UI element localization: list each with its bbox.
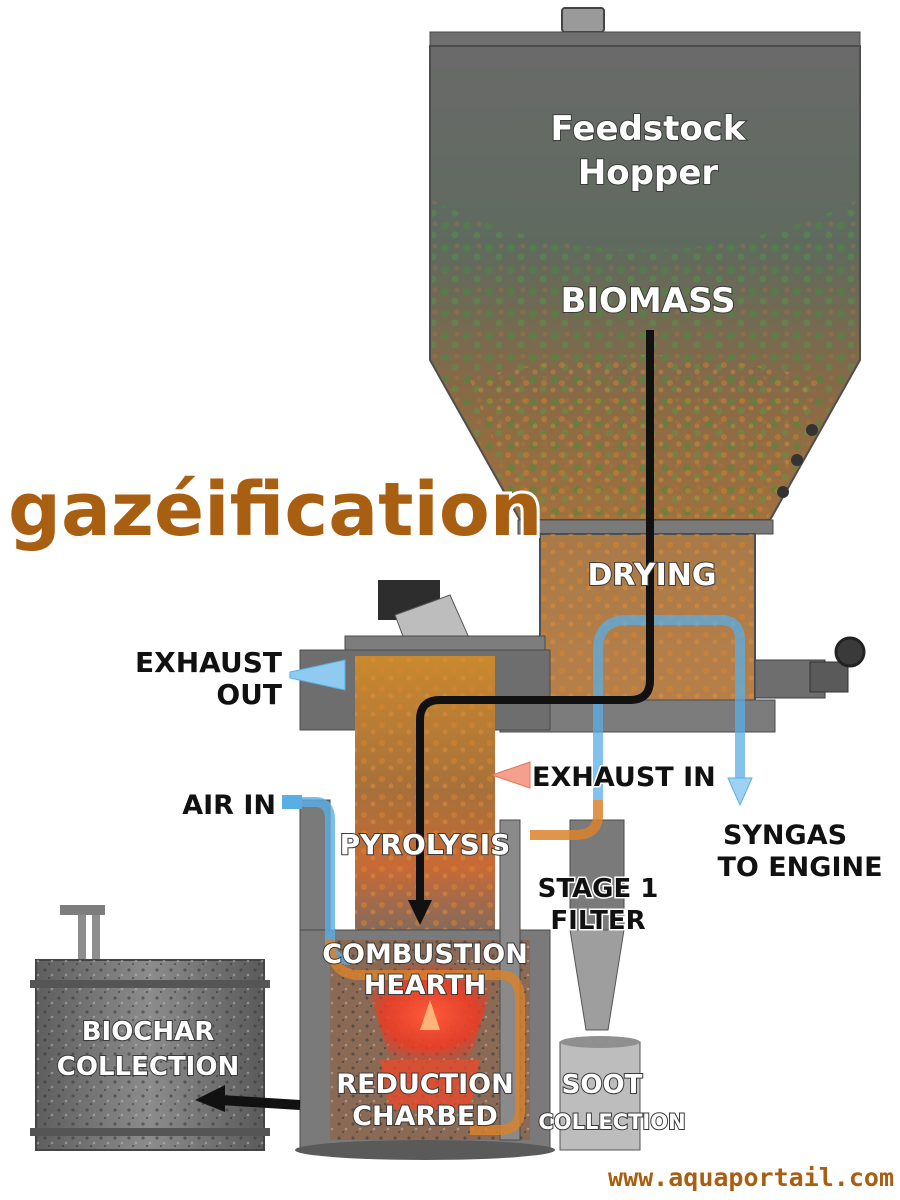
page-title: gazéification — [8, 467, 542, 553]
combustion-label-line1: COMBUSTION — [322, 939, 528, 970]
combustion-label-line2: HEARTH — [364, 970, 487, 1001]
air-in-label: AIR IN — [182, 790, 276, 821]
air-in-arrow — [282, 795, 302, 809]
biomass-label: BIOMASS — [560, 281, 735, 321]
feedstock-hopper — [429, 7, 861, 521]
stage1-filter-cyclone — [559, 819, 641, 1151]
syngas-arrow — [727, 777, 753, 807]
website-link[interactable]: www.aquaportail.com — [606, 1161, 896, 1194]
biochar-drum — [30, 905, 270, 1151]
drying-label: DRYING — [588, 558, 717, 593]
flow-lines — [195, 330, 745, 1135]
biochar-label-line2: COLLECTION — [57, 1052, 239, 1082]
soot-label-line1: SOOT — [562, 1070, 643, 1100]
syngas-label-line1: SYNGAS — [723, 820, 847, 851]
hopper-label-line1: Feedstock — [551, 109, 747, 149]
exhaust-in-arrow — [490, 761, 531, 789]
pyrolysis-label: PYROLYSIS — [340, 828, 511, 861]
biochar-label-line1: BIOCHAR — [82, 1017, 215, 1047]
reduction-label-line1: REDUCTION — [336, 1069, 513, 1100]
exhaust-in-label: EXHAUST IN — [532, 762, 716, 793]
reduction-label-line2: CHARBED — [352, 1101, 498, 1132]
hopper-label-line2: Hopper — [578, 153, 719, 193]
exhaust-out-arrow — [289, 659, 346, 691]
stage1-filter-label-line2: FILTER — [550, 906, 645, 936]
auger-motor — [754, 636, 866, 699]
syngas-label-line2: TO ENGINE — [717, 852, 882, 883]
stage1-filter-label-line1: STAGE 1 — [538, 874, 659, 904]
exhaust-out-label-line2: OUT — [216, 678, 282, 711]
exhaust-out-label-line1: EXHAUST — [135, 646, 282, 679]
soot-label-line2: COLLECTION — [538, 1110, 685, 1134]
